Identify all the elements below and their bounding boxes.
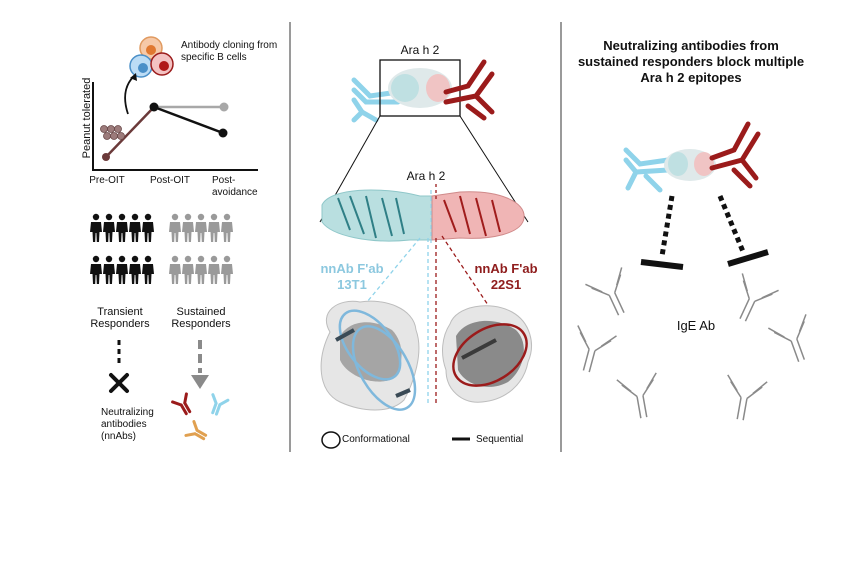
legend-sequential-label: Sequential (476, 434, 524, 445)
nnab-blue-icon (205, 393, 230, 418)
fab-13t1-name: nnAb F'ab (320, 261, 384, 276)
right-panel-title: Neutralizing antibodies from sustained r… (577, 38, 805, 85)
block-line-right (717, 195, 747, 255)
red-antibody-top (443, 59, 495, 121)
x-tick-post-avoidance: Post-avoidance (212, 175, 258, 198)
point-transient-end (218, 128, 228, 138)
blue-antibody-right (623, 147, 671, 193)
blue-dashed-connector (361, 237, 421, 309)
x-mark-icon (109, 373, 129, 393)
red-dashed-connector (441, 235, 491, 309)
cell-cluster-icon (100, 125, 125, 140)
surface-22S1 (442, 305, 532, 403)
allergen-protein-zoomed (321, 189, 525, 246)
x-tick-post-oit: Post-OIT (149, 175, 190, 186)
point-pre-oit (102, 153, 110, 161)
cloning-label: Antibody cloning from specific B cells (181, 40, 278, 63)
point-sustained-end (219, 102, 229, 112)
divider-right (560, 22, 562, 452)
transient-responders-label: Transient Responders (90, 306, 150, 330)
left-panel (90, 36, 258, 446)
nnab-red-icon (171, 392, 197, 419)
middle-panel (319, 59, 532, 449)
allergen-protein-right (664, 149, 716, 181)
ara-h2-zoom-label: Ara h 2 (406, 169, 446, 183)
allergen-protein-top (388, 68, 452, 108)
legend-conformational-label: Conformational (342, 434, 410, 445)
surface-13T1 (320, 300, 420, 411)
point-post-oit (149, 102, 159, 112)
block-bar-left (640, 259, 684, 270)
right-panel (566, 121, 822, 424)
block-line-left (659, 195, 675, 257)
cloning-arrowhead (130, 73, 137, 81)
ara-h2-top-label: Ara h 2 (400, 43, 440, 57)
rise-line (105, 106, 155, 158)
fab-22s1-id: 22S1 (490, 277, 522, 292)
sustained-arrowhead (191, 375, 209, 389)
transient-line (153, 105, 224, 135)
x-tick-pre-oit: Pre-OIT (89, 175, 125, 186)
block-bar-right (727, 249, 769, 267)
fab-13t1-id: 13T1 (337, 277, 367, 292)
red-antibody-right (709, 121, 761, 189)
chart-axes (92, 82, 258, 171)
ige-label: IgE Ab (676, 318, 716, 333)
legend-circle-icon (321, 431, 341, 449)
fab-22s1-name: nnAb F'ab (474, 261, 538, 276)
nnab-orange-icon (184, 420, 211, 446)
y-axis-label: Peanut tolerated (81, 77, 93, 159)
ige-antibodies (566, 266, 822, 424)
sustained-responders-label: Sustained Responders (171, 306, 231, 330)
b-cells-icon (129, 36, 174, 78)
cloning-arrow (124, 75, 135, 115)
divider-left (289, 22, 291, 452)
blue-antibody-top (351, 77, 401, 123)
transient-responders-icons (90, 213, 154, 284)
nnabs-label: Neutralizing antibodies (nnAbs) (101, 407, 154, 442)
sustained-responders-icons (169, 213, 233, 284)
